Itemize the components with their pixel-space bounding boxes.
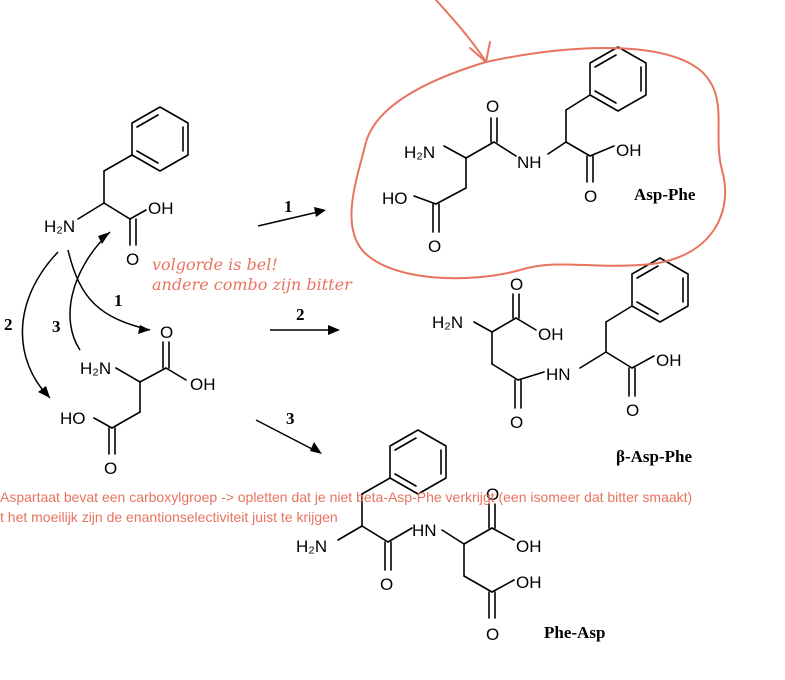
hydroxyl-label: OH [148,199,174,218]
oxygen-label: O [486,485,499,504]
amine-label: H₂N [44,217,75,236]
product-name-phe-asp: Phe-Asp [544,623,605,642]
arrow-label-1: 1 [114,291,123,310]
beta-asp-phe-structure: H₂N O OH HN O OH O β-Asp-Phe [432,257,692,466]
annotation-note-line2: t het moeilijk zijn de enantionselectivi… [0,509,338,525]
product-name-asp-phe: Asp-Phe [634,185,696,204]
benzene-ring [589,46,647,112]
oxygen-label: O [428,237,441,256]
pointer-arrow [435,0,487,63]
handwritten-note-line1: volgorde is bel! [152,255,278,274]
benzene-ring [389,429,447,495]
arrow-label-2: 2 [4,315,13,334]
oxygen-label: O [584,187,597,206]
hydroxyl-label: HO [382,189,408,208]
oxygen-label: O [160,323,173,342]
aspartic-acid-structure: H₂N OH O HO O [60,323,216,478]
amide-nh-label: HN [546,365,571,384]
hydroxyl-label: OH [516,537,542,556]
hydroxyl-label: HO [60,409,86,428]
oxygen-label: O [104,459,117,478]
oxygen-label: O [510,413,523,432]
hydroxyl-label: OH [616,141,642,160]
amine-label: H₂N [80,359,111,378]
benzene-ring [631,257,689,323]
amine-label: H₂N [404,143,435,162]
product-name-beta-asp-phe: β-Asp-Phe [616,447,692,466]
handwritten-annotation: volgorde is bel! andere combo zijn bitte… [152,0,727,294]
hydroxyl-label: OH [190,375,216,394]
asp-phe-structure: H₂N NH O OH O HO O Asp-Phe [382,46,696,256]
oxygen-label: O [486,625,499,644]
amide-nh-label: HN [412,521,437,540]
reaction-arrows: 1 2 3 [255,197,340,454]
benzene-ring [131,106,189,172]
amine-label: H₂N [296,537,327,556]
oxygen-label: O [626,401,639,420]
arrow-label-2: 2 [296,305,305,324]
oxygen-label: O [510,275,523,294]
amine-label: H₂N [432,313,463,332]
hydroxyl-label: OH [656,351,682,370]
arrow-label-1: 1 [284,197,293,216]
hydroxyl-label: OH [538,325,564,344]
arrow-label-3: 3 [52,317,61,336]
pointer-arrowhead [469,41,491,63]
curved-arrow-3 [69,231,111,351]
phenylalanine-structure: H₂N OH O [44,106,189,269]
curved-arrow-2 [21,251,59,399]
circle-highlight [350,47,727,280]
oxygen-label: O [126,250,139,269]
oxygen-label: O [380,575,393,594]
curved-arrows: 2 3 1 [4,231,151,399]
arrow-label-3: 3 [286,409,295,428]
amide-nh-label: NH [517,153,542,172]
phe-asp-structure: H₂N HN O O OH OH O Phe-Asp [296,429,605,644]
curved-arrow-1 [67,249,151,331]
hydroxyl-label: OH [516,573,542,592]
oxygen-label: O [486,97,499,116]
handwritten-note-line2: andere combo zijn bitter [152,275,353,294]
annotation-note-line1: Aspartaat bevat een carboxylgroep -> opl… [0,489,693,505]
